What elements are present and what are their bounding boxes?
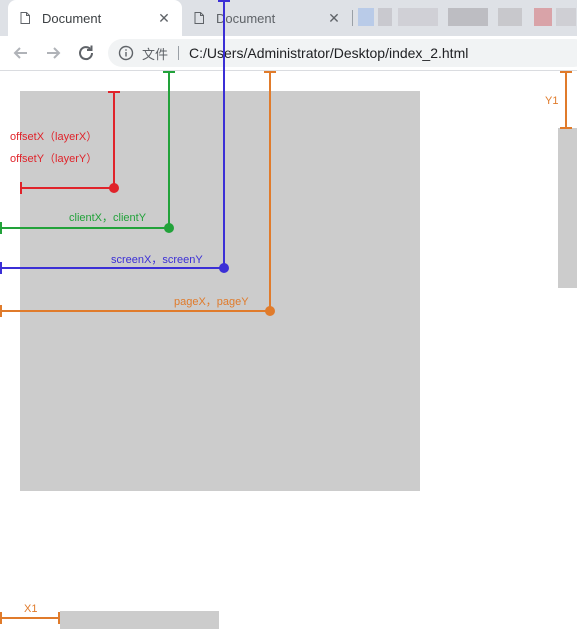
close-tab-icon[interactable]: ✕ [328, 9, 340, 26]
right-gray-box [558, 128, 577, 288]
info-icon[interactable] [118, 45, 134, 61]
bottom-gray-box [60, 611, 219, 629]
reload-icon[interactable] [75, 42, 97, 64]
main-gray-box [20, 91, 420, 491]
document-icon [194, 12, 204, 24]
page-viewport [0, 71, 577, 629]
offsetx-label: offsetX（layerX） [10, 131, 98, 143]
x1-label: X1 [24, 603, 38, 615]
tab-document-inactive[interactable]: Document ✕ [182, 0, 352, 36]
tab-title: Document [216, 10, 276, 26]
page-label: pageX，pageY [174, 296, 249, 308]
address-divider [178, 46, 180, 60]
address-bar[interactable]: 文件 C:/Users/Administrator/Desktop/index_… [108, 39, 577, 67]
y1-label: Y1 [545, 95, 559, 107]
blurred-tabs [358, 8, 577, 26]
url-text[interactable]: C:/Users/Administrator/Desktop/index_2.h… [189, 45, 469, 61]
close-tab-icon[interactable]: ✕ [158, 9, 170, 26]
browser-toolbar: 文件 C:/Users/Administrator/Desktop/index_… [0, 36, 577, 71]
offsety-label: offsetY（layerY） [10, 153, 98, 165]
tab-title: Document [42, 10, 102, 26]
scheme-label: 文件 [142, 46, 169, 62]
document-icon [20, 12, 30, 24]
tab-separator [352, 10, 353, 26]
tab-document-active[interactable]: Document ✕ [8, 0, 182, 36]
back-icon[interactable] [10, 42, 32, 64]
client-label: clientX，clientY [69, 212, 147, 224]
forward-icon[interactable] [42, 42, 64, 64]
screen-label: screenX，screenY [111, 254, 203, 266]
tab-strip: Document ✕ Document ✕ [0, 0, 577, 36]
